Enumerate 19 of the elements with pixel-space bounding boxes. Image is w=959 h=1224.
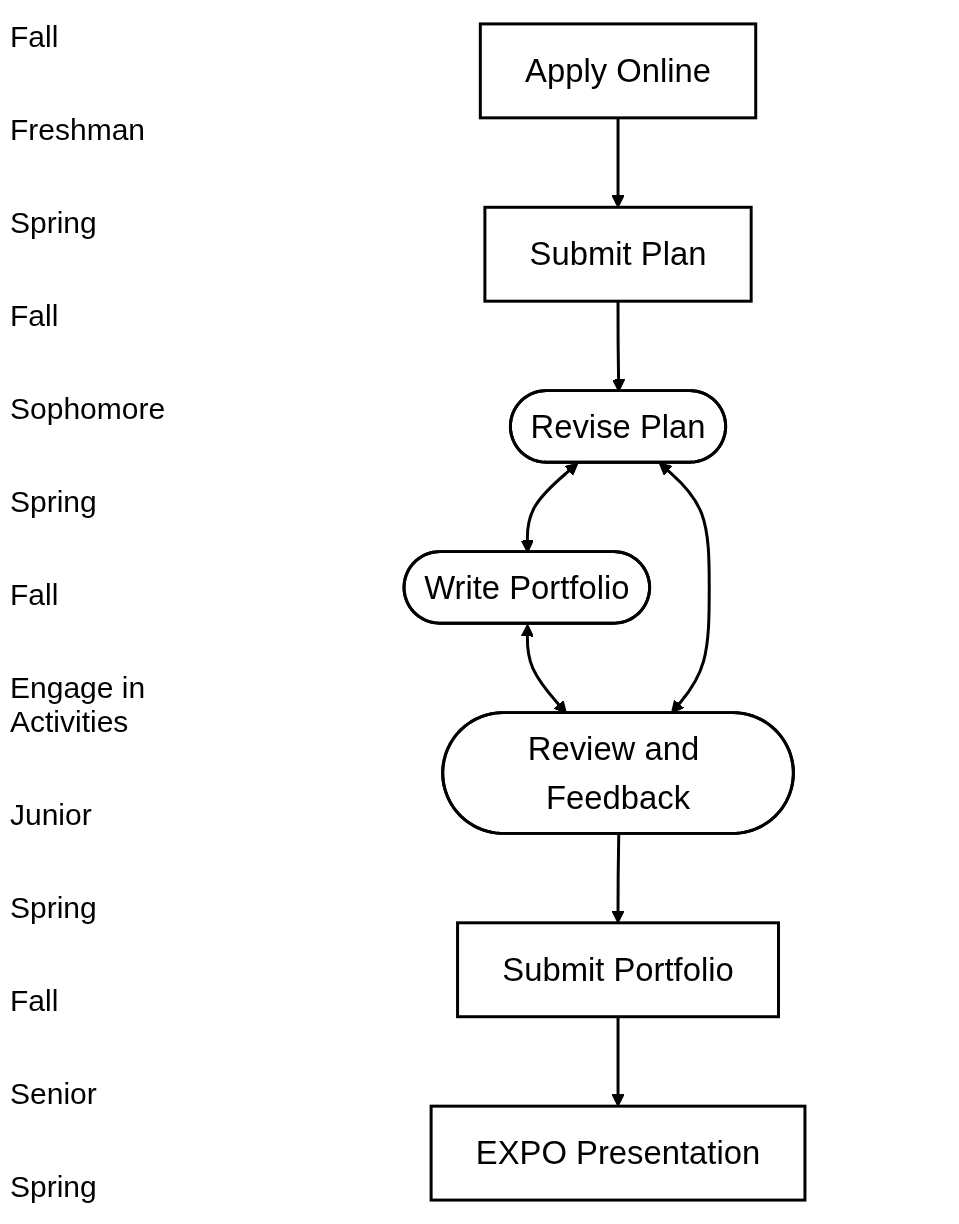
label-text: Junior (10, 798, 93, 832)
label-text: Fall (10, 20, 60, 54)
label-text: Senior (10, 1077, 98, 1111)
arrow (611, 1016, 625, 1107)
label-text: Engage in Activities (10, 671, 147, 739)
arrow (611, 117, 625, 208)
label-text: Spring (10, 206, 98, 240)
node-box: Submit Portfolio (456, 921, 780, 1019)
label-text: Fall (10, 578, 60, 612)
label-text: Spring (10, 891, 98, 925)
label-text: Spring (10, 485, 98, 519)
node-box: EXPO Presentation (429, 1104, 807, 1202)
label-text: Sophomore (10, 392, 167, 426)
node-box: Apply Online (478, 22, 758, 120)
label-text: Fall (10, 984, 60, 1018)
node-box: Submit Plan (483, 205, 753, 303)
label-text: Freshman (10, 113, 147, 147)
label-text: Fall (10, 299, 60, 333)
label-text: Spring (10, 1170, 98, 1204)
